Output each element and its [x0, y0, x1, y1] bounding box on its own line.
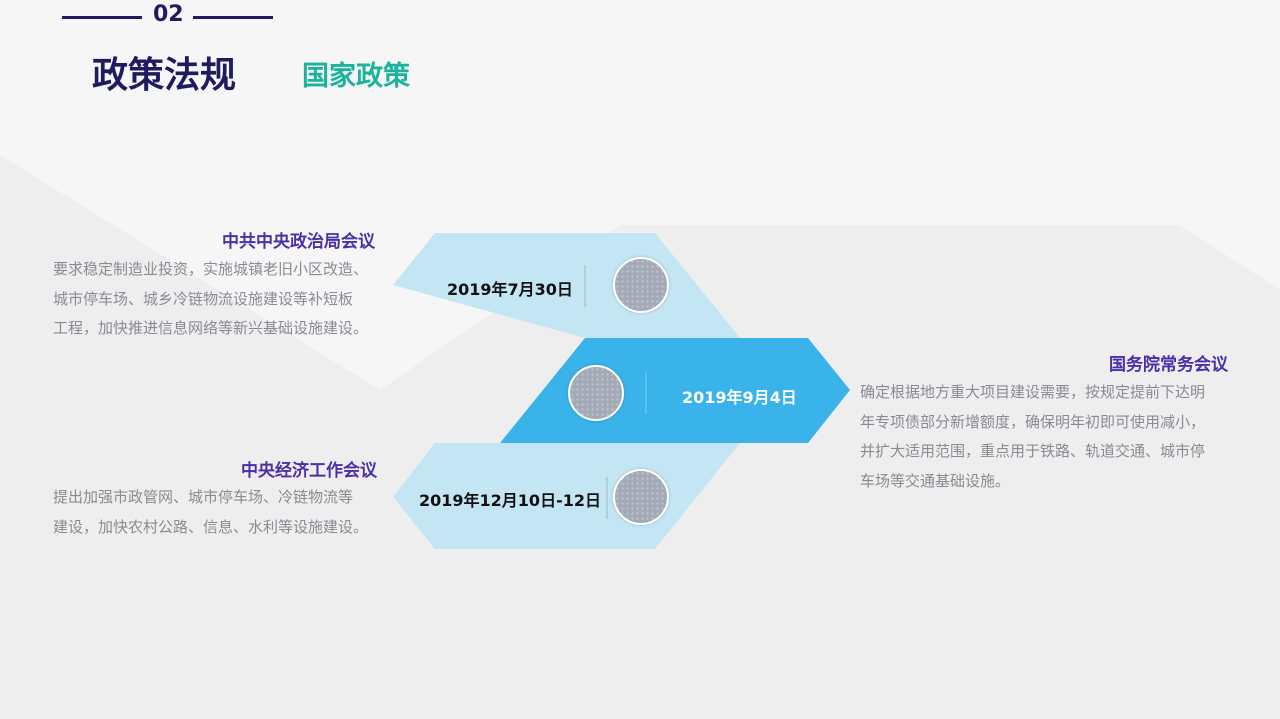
text-line: 工程，加快推进信息网络等新兴基础设施建设。 [53, 319, 369, 337]
item-1-title: 中共中央政治局会议 [222, 232, 375, 252]
page-subtitle: 国家政策 [302, 61, 410, 92]
item-3-date: 2019年12月10日-12日 [419, 491, 601, 510]
page-title: 政策法规 [92, 55, 237, 96]
item-2-date: 2019年9月4日 [682, 388, 797, 407]
text-line: 要求稳定制造业投资，实施城镇老旧小区改造、 [53, 260, 369, 278]
text-line: 年专项债部分新增额度，确保明年初即可使用减小， [860, 412, 1206, 431]
item-1-date: 2019年7月30日 [447, 280, 573, 299]
item-2-image [568, 365, 624, 421]
item-1-text: 要求稳定制造业投资，实施城镇老旧小区改造、 城市停车场、城乡冷链物流设施建设等补… [53, 255, 368, 344]
timeline-shape-3 [393, 443, 740, 549]
item-2-text: 确定根据地方重大项目建设需要，按规定提前下达明 年专项债部分新增额度，确保明年初… [860, 378, 1205, 496]
item-3-title: 中央经济工作会议 [241, 461, 377, 481]
text-line: 城市停车场、城乡冷链物流设施建设等补短板 [53, 289, 354, 308]
text-line: 建设，加快农村公路、信息、水利等设施建设。 [53, 517, 369, 536]
header-line-right [193, 16, 273, 19]
item-1-image [613, 257, 669, 313]
section-number: 02 [153, 2, 184, 27]
text-line: 车场等交通基础设施。 [860, 471, 1011, 490]
text-line: 确定根据地方重大项目建设需要，按规定提前下达明 [860, 383, 1206, 401]
text-line: 并扩大适用范围，重点用于铁路、轨道交通、城市停 [860, 442, 1206, 460]
item-3-image [613, 469, 669, 525]
item-2-title: 国务院常务会议 [1109, 355, 1228, 375]
header-line-left [62, 16, 142, 19]
item-3-text: 提出加强市政管网、城市停车场、冷链物流等 建设，加快农村公路、信息、水利等设施建… [53, 483, 368, 542]
text-line: 提出加强市政管网、城市停车场、冷链物流等 [53, 488, 354, 506]
